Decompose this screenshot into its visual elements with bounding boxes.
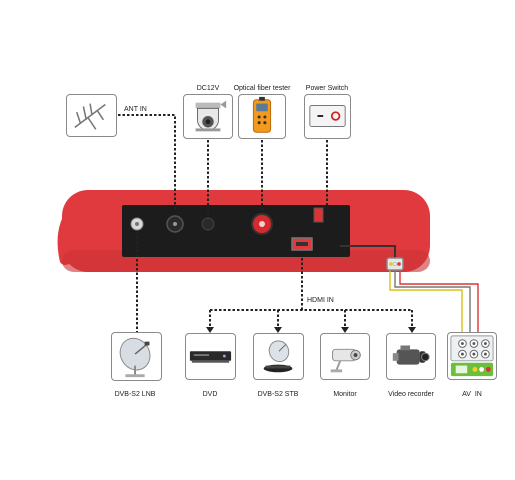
power-switch-tile [304,94,351,139]
recorder-tile [386,333,436,380]
dvd-player-icon [189,351,232,363]
lnb-tile [111,332,162,381]
ant-line [118,114,176,210]
av-wire-white [394,270,471,332]
fiber-tester-label: Optical fiber tester [233,85,291,92]
arrow-heads [206,327,416,333]
recorder-arrow [408,327,416,333]
av-plug-yellow [389,262,393,266]
monitor-tile [320,333,370,380]
av-wire-red [399,270,479,332]
dc-port-pin [173,222,177,226]
fiber-port-core [259,221,265,227]
power-switch-icon [309,105,346,128]
stb-label: DVB-S2 STB [257,391,299,398]
connection-lines [118,114,413,332]
power-switch-port [313,207,324,223]
fiber-tester-tile [238,94,286,139]
av-in-tile [447,332,497,380]
stb-arrow [274,327,282,333]
antenna-icon [74,103,106,130]
av-jack-panel-icon [450,335,494,377]
dvd-arrow [206,327,214,333]
av-plug-white [392,261,398,267]
av-wire-yellow [389,270,463,332]
monitor-arrow [341,327,349,333]
av-plug-red [397,262,401,266]
ant-in-label: ANT IN [124,106,147,113]
fiber-tester-icon [252,96,272,133]
video-recorder-icon [392,345,430,365]
hdmi-in-label: HDMI IN [307,297,334,304]
camera-tile [183,94,233,139]
dvd-tile [185,333,236,380]
monitor-label: Monitor [333,391,357,398]
satellite-dish-icon [119,337,151,378]
lnb-port [135,222,139,226]
camera-icon [195,100,227,132]
tester-device [57,190,430,272]
dvd-label: DVD [202,391,218,398]
lnb-label: DVB-S2 LNB [114,391,156,398]
stb-tile [253,333,304,380]
av-cable [340,245,479,332]
recorder-label: Video recorder [388,391,434,398]
cctv-camera-icon [330,348,361,373]
hdmi-port-inner [296,242,308,246]
power-switch-label: Power Switch [305,85,349,92]
av-cable-main [340,245,396,258]
av-in-label: AV IN [462,391,482,398]
camera-power-port [201,217,215,231]
dc12v-label: DC12V [196,85,220,92]
antenna-tile [66,94,117,137]
stb-dish-icon [263,340,293,373]
